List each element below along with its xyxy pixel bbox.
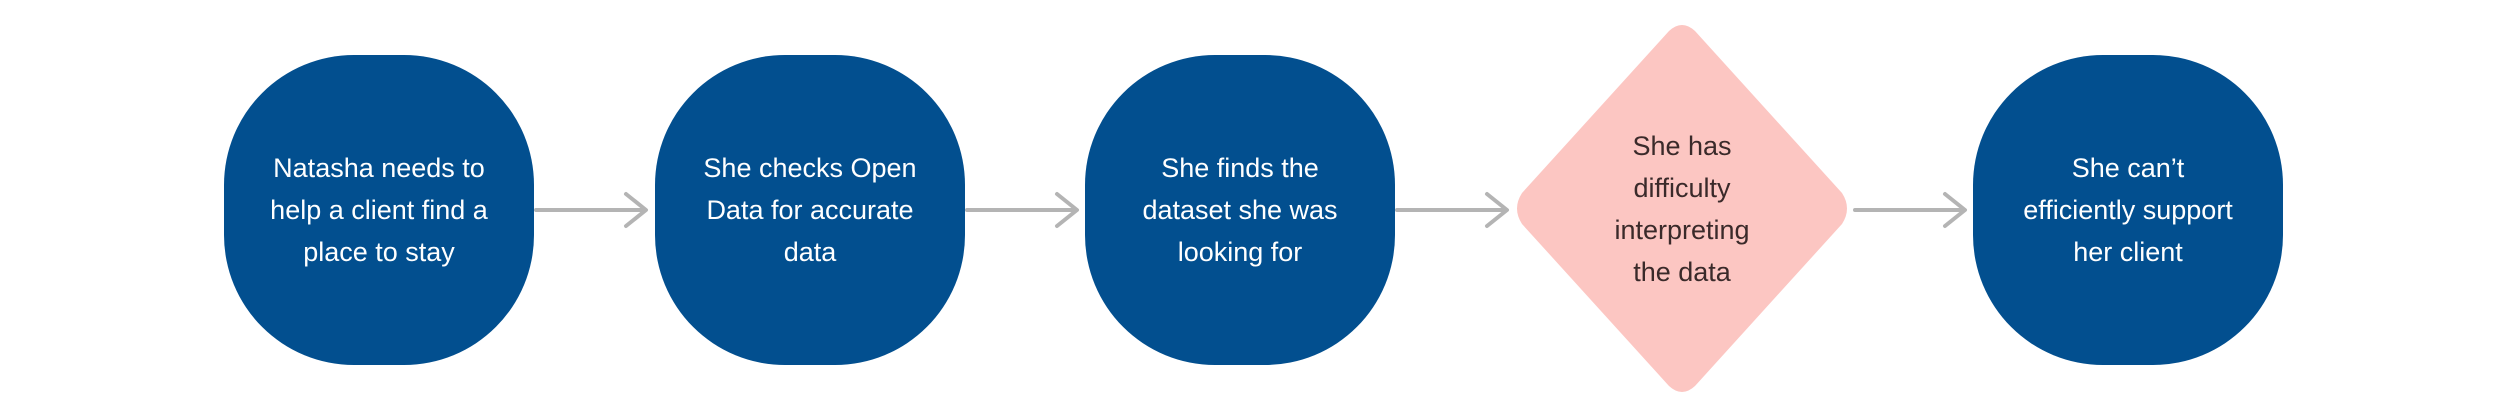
- flow-step-3-label: She finds the dataset she was looking fo…: [1142, 153, 1338, 267]
- arrow-right-icon: [534, 192, 648, 228]
- arrow-right-icon: [965, 192, 1079, 228]
- arrow-right-icon: [1395, 192, 1509, 228]
- flow-step-4-decision: She has difficulty interpreting the data: [1512, 25, 1852, 392]
- flow-step-5: She can’t efficiently support her client: [1973, 55, 2283, 365]
- flow-step-5-label: She can’t efficiently support her client: [2023, 153, 2233, 267]
- flow-step-1-label: Natasha needs to help a client find a pl…: [270, 153, 488, 267]
- flow-step-2-label: She checks Open Data for accurate data: [703, 153, 917, 267]
- flow-step-4-label-wrap: She has difficulty interpreting the data: [1512, 25, 1852, 392]
- decision-diamond-shape: [1517, 25, 1847, 392]
- flow-step-3: She finds the dataset she was looking fo…: [1085, 55, 1395, 365]
- flow-step-1: Natasha needs to help a client find a pl…: [224, 55, 534, 365]
- flow-step-2: She checks Open Data for accurate data: [655, 55, 965, 365]
- flow-step-4-label: She has difficulty interpreting the data: [1614, 130, 1750, 287]
- arrow-right-icon: [1853, 192, 1967, 228]
